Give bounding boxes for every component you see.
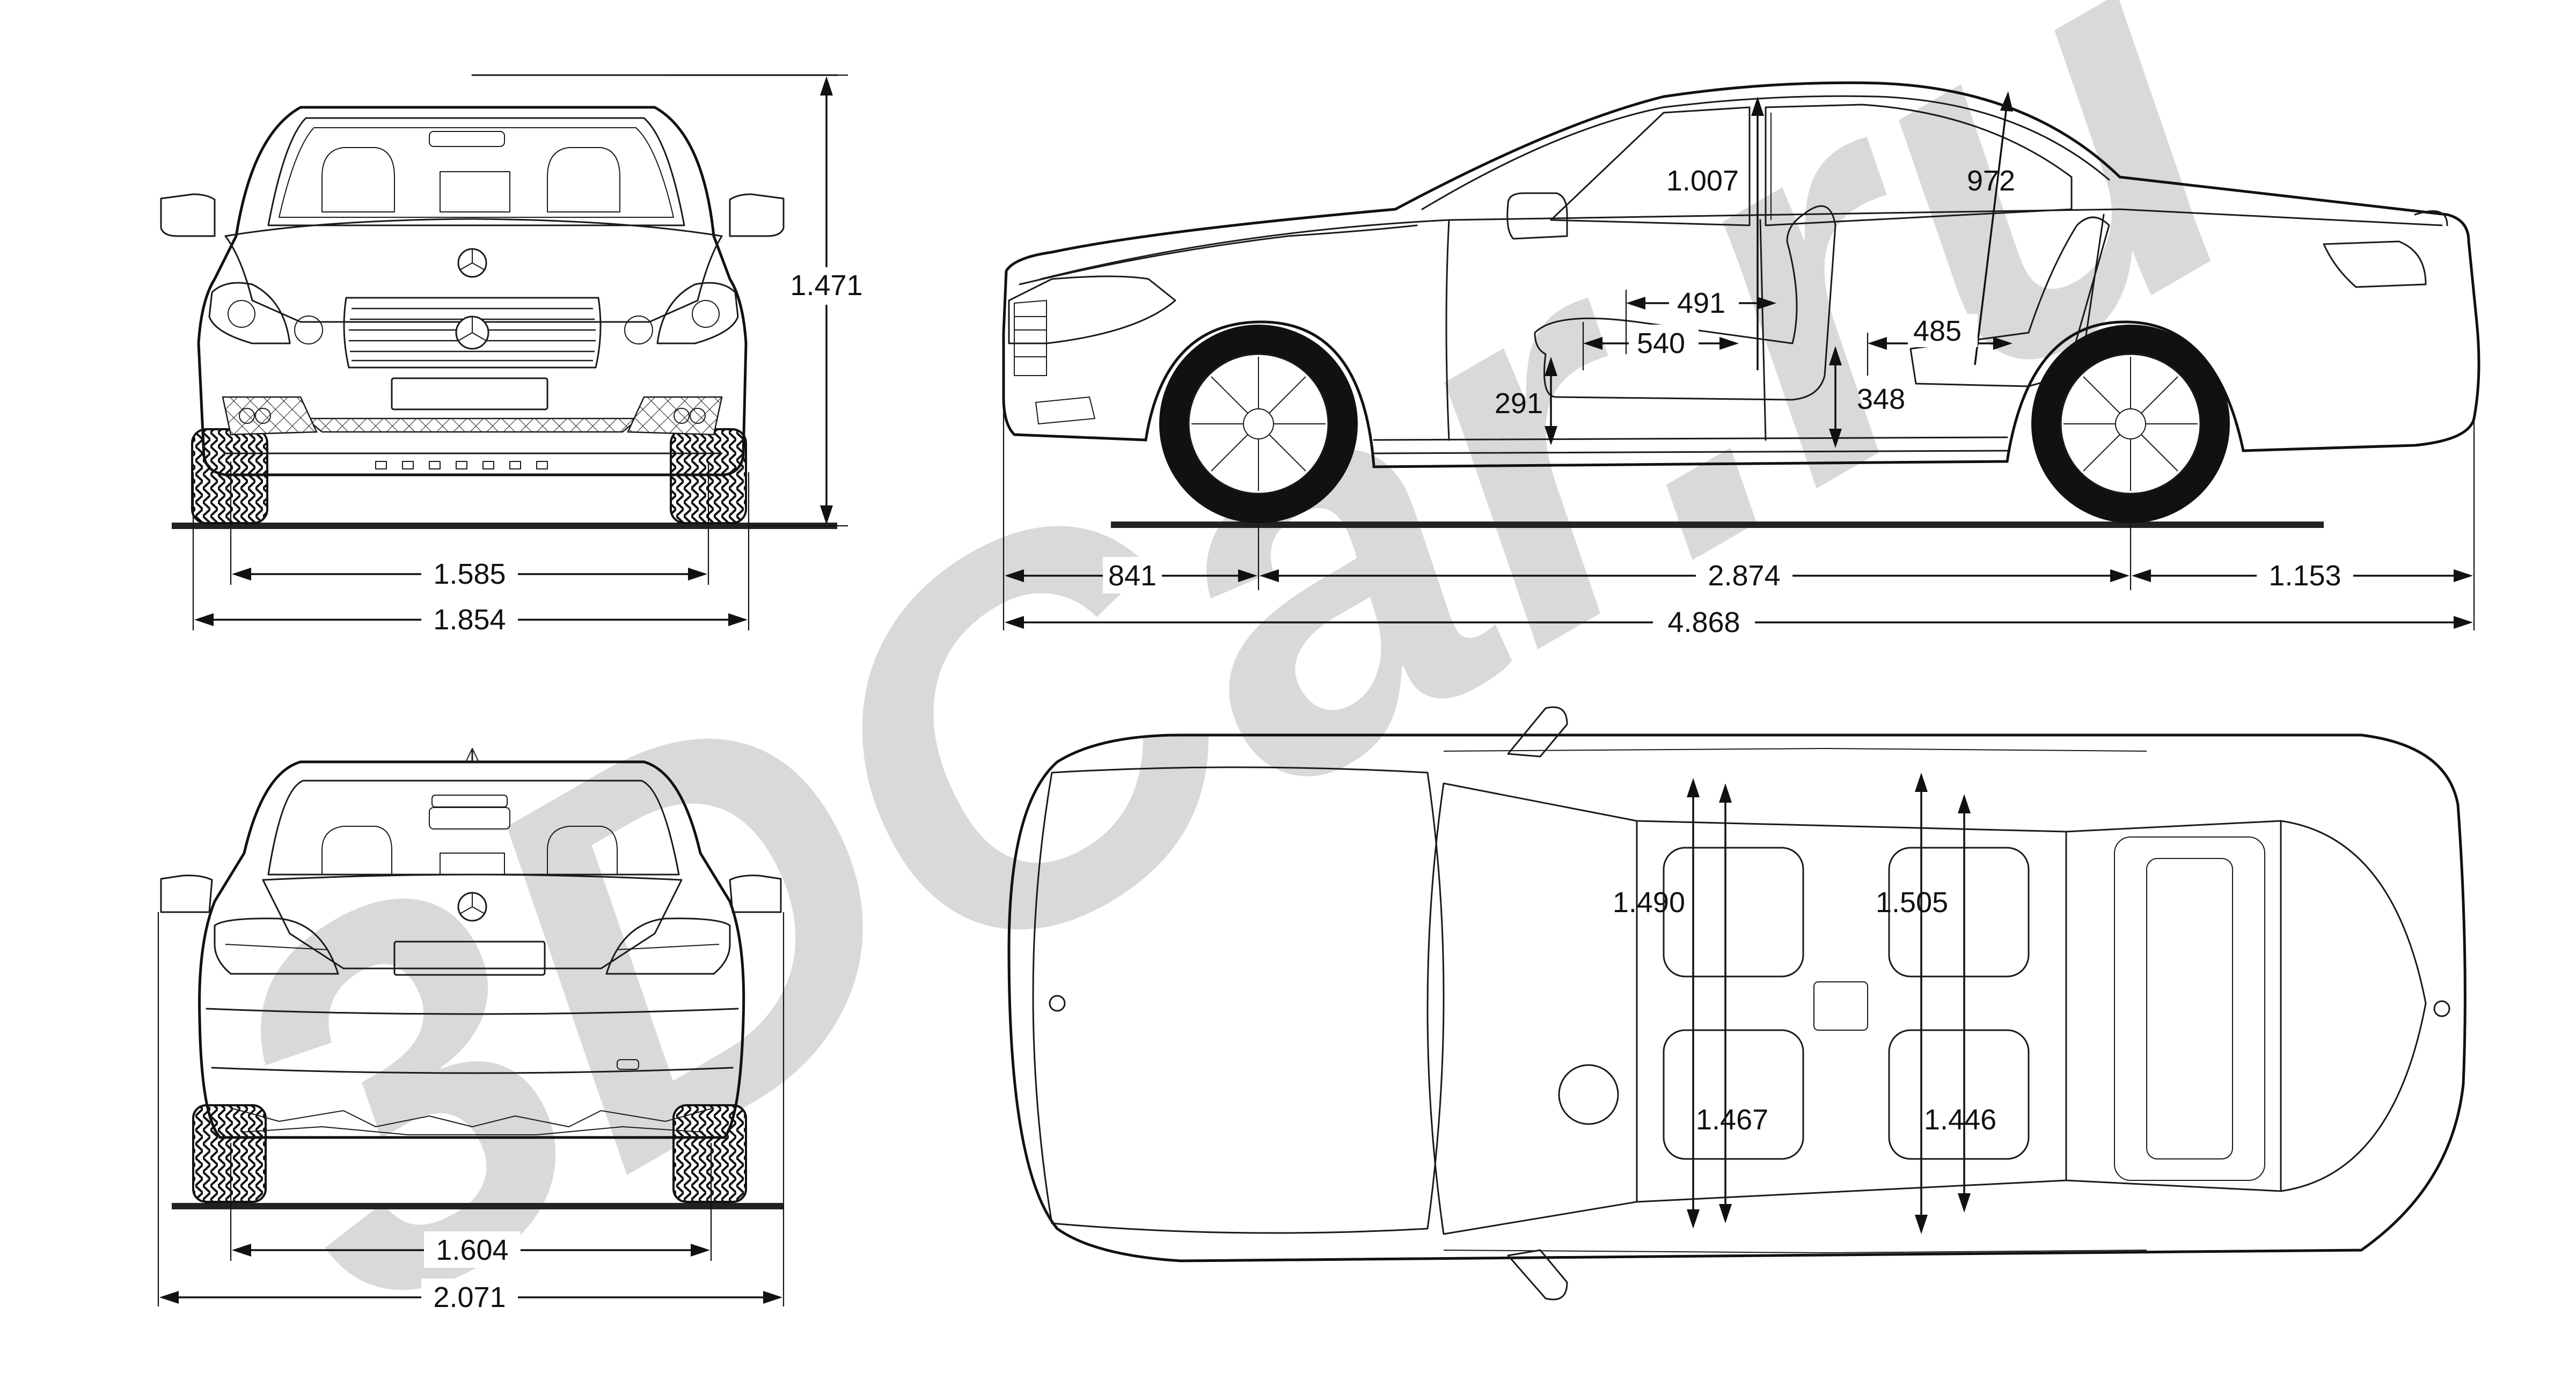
- top-right-mirror: [1507, 1249, 1568, 1301]
- top-windshield: [1426, 782, 1638, 1235]
- rear-body-outline: [198, 760, 745, 1139]
- rear-headroom-label: 972: [1967, 165, 2015, 197]
- front-seat-height-label: 291: [1495, 387, 1543, 420]
- side-body-outline: [1002, 81, 2480, 468]
- rear-overhang-label: 1.153: [2268, 560, 2341, 592]
- rear-left-taillight: [214, 917, 339, 975]
- side-rear-window: [1765, 104, 2073, 226]
- rear-window: [267, 780, 680, 876]
- front-track-label: 1.585: [433, 558, 506, 590]
- top-view: [1007, 706, 2467, 1301]
- rear-right-taillight: [605, 917, 731, 975]
- side-taillight: [2323, 240, 2427, 288]
- rear-hip-label: 1.446: [1924, 1104, 1996, 1136]
- front-view: [160, 74, 838, 529]
- front-right-headlight: [656, 282, 739, 344]
- side-mirror: [1506, 192, 1568, 240]
- front-left-headlight: [208, 282, 291, 344]
- front-seat-depth-label: 491: [1677, 287, 1725, 319]
- rear-seat-depth-label: 485: [1913, 315, 1962, 347]
- side-front-window: [1550, 106, 1751, 226]
- side-headlight: [1008, 275, 1176, 344]
- top-steering-wheel: [1558, 1064, 1619, 1125]
- wheelbase-label: 2.874: [1708, 560, 1780, 592]
- rear-right-tire: [672, 1104, 747, 1203]
- top-rear-window: [2065, 820, 2282, 1192]
- front-grille: [343, 297, 602, 369]
- dimension-labels: 1.471 1.585 1.854 1.604 2.071 841 2.874 …: [421, 165, 2353, 1315]
- rear-seat-height-label: 348: [1857, 383, 1905, 415]
- rear-track-label: 1.604: [436, 1234, 508, 1266]
- front-right-mirror: [729, 193, 785, 237]
- rear-left-mirror: [160, 875, 213, 913]
- rear-license-plate: [393, 941, 546, 976]
- front-windshield: [267, 117, 685, 226]
- top-body-outline: [1007, 733, 2467, 1262]
- rear-shoulder-label: 1.505: [1876, 886, 1948, 919]
- front-shoulder-label: 1.490: [1613, 886, 1685, 919]
- side-view: [1002, 81, 2480, 528]
- front-overall-width-label: 1.854: [433, 604, 506, 636]
- top-hood: [1032, 766, 1445, 1234]
- front-legroom-label: 540: [1637, 327, 1685, 359]
- front-hip-label: 1.467: [1696, 1104, 1768, 1136]
- rear-left-tire: [192, 1104, 267, 1203]
- watermark-text: 3DCar.ru: [128, 0, 2320, 1395]
- front-body-outline: [197, 106, 748, 476]
- rear-right-mirror: [729, 875, 782, 913]
- watermark: 3DCar.ru: [128, 0, 2320, 1395]
- overall-length-label: 4.868: [1667, 606, 1740, 638]
- front-headroom-label: 1.007: [1666, 165, 1739, 197]
- front-left-mirror: [160, 193, 216, 237]
- rear-width-label: 2.071: [433, 1281, 506, 1313]
- rear-view: [160, 748, 784, 1209]
- front-overhang-label: 841: [1108, 560, 1157, 592]
- front-height-label: 1.471: [790, 269, 862, 302]
- front-license-plate: [391, 377, 548, 410]
- top-left-mirror: [1507, 706, 1568, 758]
- top-trunk: [2280, 820, 2427, 1192]
